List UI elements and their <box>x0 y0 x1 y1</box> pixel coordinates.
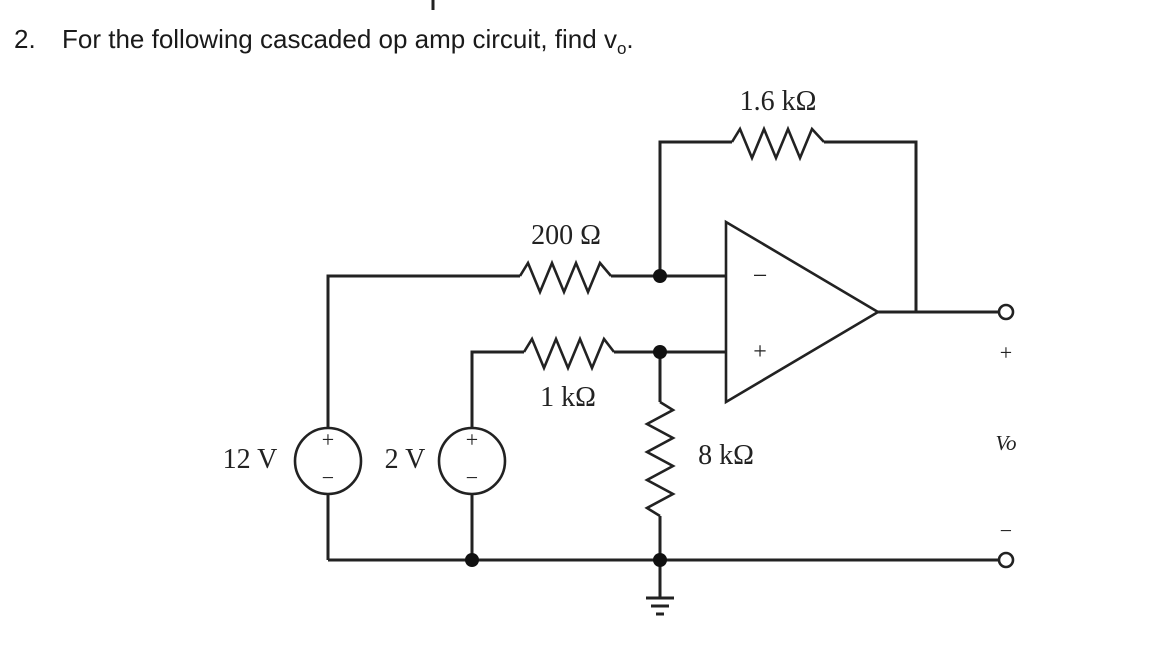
problem-subscript: o <box>616 39 627 59</box>
problem-statement: 2. For the following cascaded op amp circ… <box>14 24 634 59</box>
wire-feedback-right <box>824 140 918 312</box>
output-terminal-bottom-icon <box>997 551 1015 569</box>
resistor-8k-icon <box>644 400 676 518</box>
output-plus: + <box>1000 340 1012 365</box>
opamp-inverting-label: − <box>753 261 768 290</box>
label-1k-ohm: 1 kΩ <box>540 382 596 413</box>
problem-end: . <box>626 24 634 54</box>
source-12v-minus: − <box>322 465 334 490</box>
resistor-200-icon <box>518 259 612 296</box>
wire-2v-top <box>470 350 524 428</box>
voltage-source-2v-icon <box>437 426 507 496</box>
opamp-icon <box>724 219 881 405</box>
opamp-noninverting-label: + <box>753 339 767 365</box>
voltage-source-12v-icon <box>293 426 363 496</box>
output-voltage-label: Vo <box>996 431 1017 455</box>
source-12v-plus: + <box>322 427 334 452</box>
resistor-1600-icon <box>730 125 825 162</box>
output-terminal-top-icon <box>997 303 1015 321</box>
wire-12v-top <box>326 274 520 428</box>
wire-feedback-left <box>658 140 732 276</box>
label-2v: 2 V <box>385 444 426 475</box>
problem-number: 2. <box>14 24 36 54</box>
junction-dot-rail-2v <box>465 553 479 567</box>
problem-text: For the following cascaded op amp circui… <box>62 24 617 54</box>
label-8k-ohm: 8 kΩ <box>698 440 754 471</box>
output-minus: − <box>1000 518 1012 543</box>
label-200-ohm: 200 Ω <box>531 220 601 251</box>
label-1600-ohm: 1.6 kΩ <box>740 86 817 117</box>
source-2v-minus: − <box>466 465 478 490</box>
source-2v-plus: + <box>466 427 478 452</box>
resistor-1k-icon <box>522 335 616 372</box>
junction-dot-noninverting <box>653 345 667 359</box>
ground-icon <box>646 596 674 616</box>
junction-dot-inverting <box>653 269 667 283</box>
junction-dot-rail-ground <box>653 553 667 567</box>
label-12v: 12 V <box>223 444 278 475</box>
